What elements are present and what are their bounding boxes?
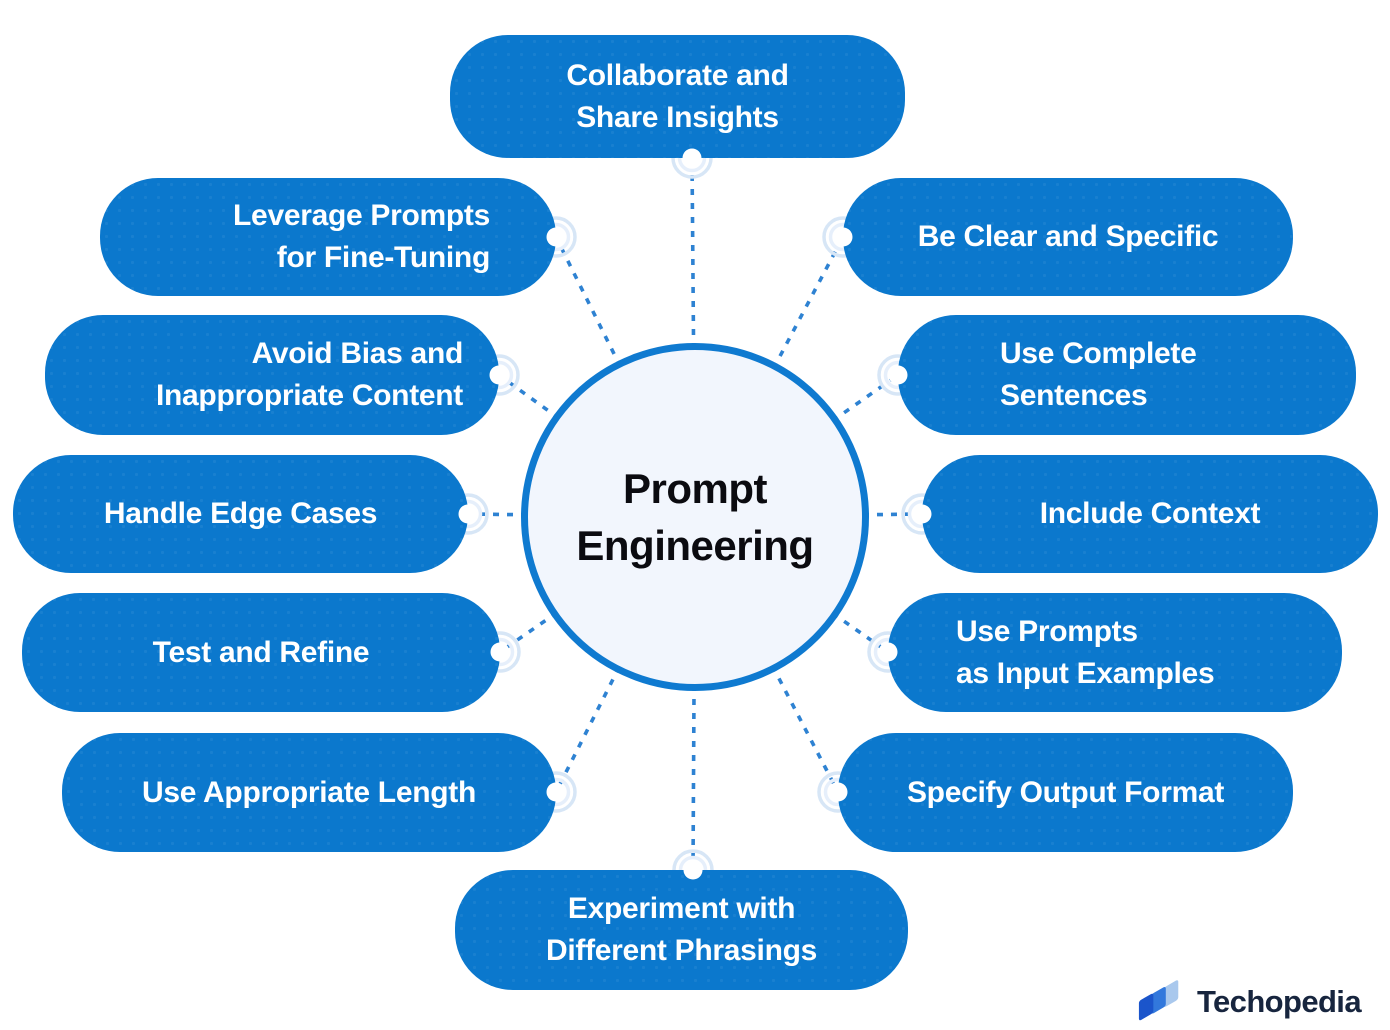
node-label: Use Prompts as Input Examples bbox=[956, 614, 1215, 690]
node-experiment-phrasings: Experiment with Different Phrasings bbox=[455, 870, 908, 990]
node-label: Test and Refine bbox=[152, 635, 370, 669]
node-clear-specific: Be Clear and Specific bbox=[843, 178, 1293, 296]
node-specify-output-format: Specify Output Format bbox=[838, 733, 1293, 852]
node-handle-edge-cases: Handle Edge Cases bbox=[13, 455, 468, 573]
node-prompts-input-examples: Use Prompts as Input Examples bbox=[888, 593, 1342, 712]
node-label: Be Clear and Specific bbox=[917, 220, 1219, 253]
node-label: Experiment with Different Phrasings bbox=[545, 892, 818, 967]
techopedia-logo: Techopedia bbox=[1136, 977, 1362, 1027]
node-test-refine: Test and Refine bbox=[22, 593, 500, 712]
node-label: Specify Output Format bbox=[906, 775, 1225, 809]
techopedia-logo-text: Techopedia bbox=[1197, 984, 1362, 1019]
node-label: Handle Edge Cases bbox=[103, 497, 378, 530]
node-complete-sentences: Use Complete Sentences bbox=[898, 315, 1356, 435]
node-label: Include Context bbox=[1039, 497, 1261, 530]
center-node: Prompt Engineering bbox=[521, 343, 869, 691]
node-appropriate-length: Use Appropriate Length bbox=[62, 733, 556, 852]
node-leverage-fine-tuning: Leverage Prompts for Fine-Tuning bbox=[100, 178, 556, 296]
node-avoid-bias: Avoid Bias and Inappropriate Content bbox=[45, 315, 499, 435]
node-include-context: Include Context bbox=[922, 455, 1378, 573]
node-label: Leverage Prompts for Fine-Tuning bbox=[233, 199, 490, 274]
node-label: Use Complete Sentences bbox=[1000, 337, 1197, 412]
center-node-label: Prompt Engineering bbox=[576, 464, 814, 569]
node-collaborate-share: Collaborate and Share Insights bbox=[450, 35, 905, 158]
techopedia-logo-icon bbox=[1138, 980, 1179, 1021]
node-label: Use Appropriate Length bbox=[142, 775, 476, 809]
node-label: Avoid Bias and Inappropriate Content bbox=[155, 337, 463, 412]
node-label: Collaborate and Share Insights bbox=[566, 58, 789, 134]
